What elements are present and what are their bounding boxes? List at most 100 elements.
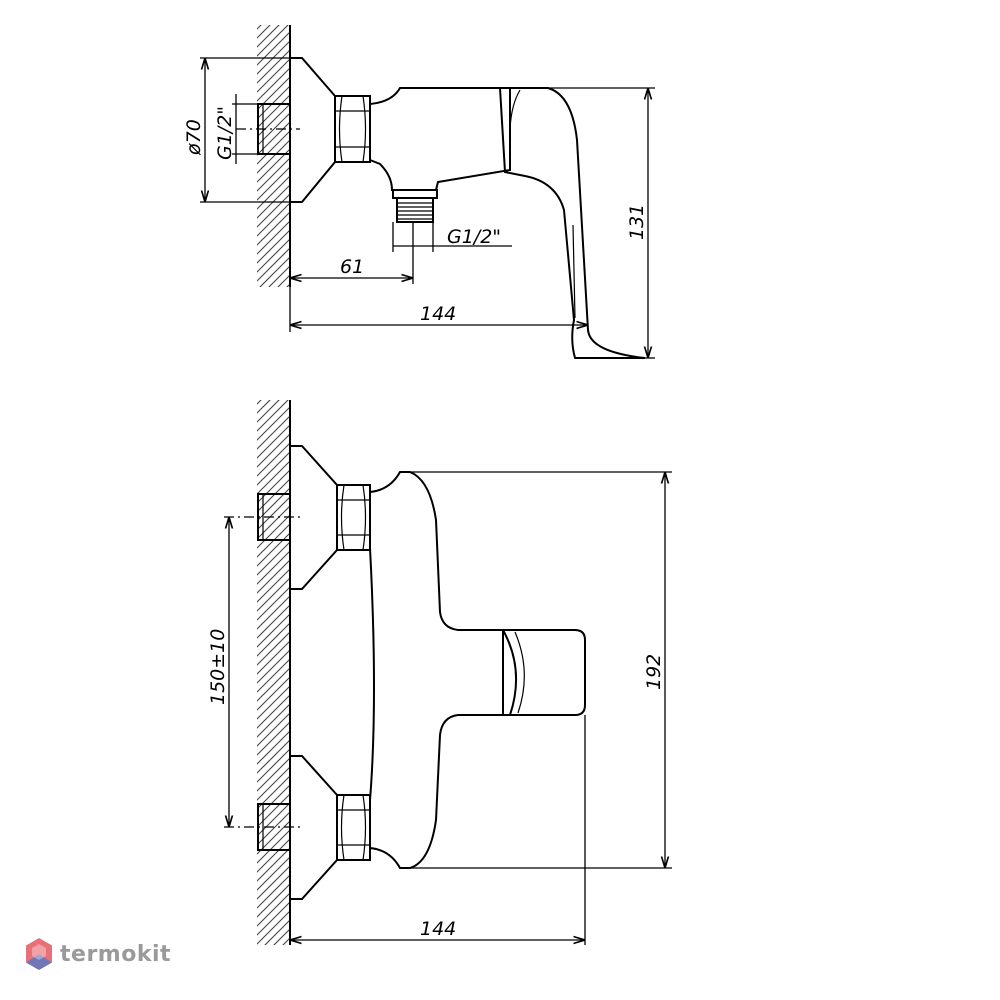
wall-hatch-line xyxy=(257,415,290,450)
wall-hatch-line xyxy=(256,291,292,327)
wall-hatch-line xyxy=(257,112,290,147)
wall-hatch-line xyxy=(257,211,290,246)
dim-depth-front-label: 144 xyxy=(420,918,456,940)
wall-hatch-line xyxy=(257,442,290,477)
wall-hatch-line xyxy=(257,130,290,165)
outlet-thread xyxy=(392,189,438,223)
wall-hatch-line xyxy=(257,757,290,792)
dim-height-front-label: 192 xyxy=(643,654,665,690)
wall-hatch-line xyxy=(257,766,290,801)
wall-hatch-line xyxy=(257,586,290,621)
dim-outlet-offset: 61 xyxy=(290,222,414,284)
wall-hatch-line xyxy=(257,25,280,48)
wall-hatch-line xyxy=(257,400,289,432)
dim-outlet-offset-label: 61 xyxy=(340,256,364,278)
wall-hatch-line xyxy=(257,730,290,765)
wall-hatch-line xyxy=(257,667,290,702)
wall-hatch-line xyxy=(257,577,290,612)
wall-hatch-line xyxy=(256,0,292,21)
dim-depth-front: 144 xyxy=(290,715,586,945)
dim-inlet-thread-label: G1/2" xyxy=(214,106,236,160)
dim-depth-side-label: 144 xyxy=(420,303,456,325)
wall-hatch-line xyxy=(286,283,290,287)
wall-hatch-line xyxy=(257,874,290,909)
side-view: ø70 G1/2" G1/2" 61 144 xyxy=(183,0,655,359)
wall-hatch-line xyxy=(257,613,290,648)
wall-hatch-line xyxy=(257,229,290,264)
wall-hatch-line xyxy=(257,883,290,918)
wall-hatch-line xyxy=(257,76,290,111)
wall-hatch-line xyxy=(257,703,290,738)
wall-hatch-line xyxy=(256,945,292,981)
hex-nut xyxy=(334,95,371,163)
wall-hatch-line xyxy=(257,193,290,228)
wall-hatch-line xyxy=(256,318,292,354)
wall-hatch-line xyxy=(257,220,290,255)
wall-hatch-line xyxy=(257,847,290,882)
wall-hatch-line xyxy=(257,25,262,30)
wall-hatch-line xyxy=(257,460,290,495)
wall-hatch-line xyxy=(257,121,290,156)
front-view: 150±10 192 144 xyxy=(207,360,672,1000)
wall-hatch-line xyxy=(257,640,290,675)
wall-hatch-line xyxy=(257,739,290,774)
wall-hatch-line xyxy=(257,139,290,174)
wall-hatch-line xyxy=(277,274,290,287)
wall-hatch-line xyxy=(257,424,290,459)
wall-hatch-line xyxy=(257,829,290,864)
wall-hatch-line xyxy=(264,919,290,945)
wall-hatch-line xyxy=(257,148,290,183)
dim-outlet-thread: G1/2" xyxy=(392,222,512,252)
wall-hatch-line xyxy=(257,604,290,639)
mixer-body-front xyxy=(369,471,504,869)
wall-hatch-line xyxy=(257,559,290,594)
wall-hatch-line xyxy=(257,910,290,945)
wall-hatch-line xyxy=(257,103,290,138)
wall-hatch-line xyxy=(257,802,290,837)
wall-hatch-line xyxy=(256,300,292,336)
wall-hatch-line xyxy=(257,184,290,219)
mixer-body-side xyxy=(369,87,511,191)
wall-hatch-line xyxy=(257,532,290,567)
wall-hatch-line xyxy=(257,85,290,120)
wall-hatch-line xyxy=(257,541,290,576)
dim-inlet-thread: G1/2" xyxy=(214,94,258,164)
wall-hatch-line xyxy=(257,58,290,93)
wall-hatch-line xyxy=(256,309,292,345)
dim-height-front: 192 xyxy=(410,471,672,869)
cartridge-cap-front xyxy=(502,629,586,716)
wall-hatch-line xyxy=(256,360,292,396)
watermark-brand-text: termokit xyxy=(60,941,172,967)
wall-hatch-line xyxy=(257,67,290,102)
wall-hatch-line xyxy=(282,937,290,945)
wall-hatch-line xyxy=(257,40,290,75)
wall-hatch-line xyxy=(257,514,290,549)
wall-hatch-line xyxy=(257,838,290,873)
wall-hatching-top xyxy=(256,0,292,354)
wall-hatch-line xyxy=(256,972,292,1000)
dim-height-side-label: 131 xyxy=(626,204,648,240)
wall-hatching-bottom xyxy=(256,360,292,1000)
wall-hatch-line xyxy=(257,694,290,729)
wall-hatch-line xyxy=(257,175,290,210)
wall-hatch-line xyxy=(257,49,290,84)
wall-hatch-line xyxy=(257,784,290,819)
wall-hatch-line xyxy=(257,811,290,846)
wall-hatch-line xyxy=(257,433,290,468)
dim-depth-side: 144 xyxy=(289,287,589,332)
wall-hatch-line xyxy=(257,595,290,630)
wall-hatch-line xyxy=(256,963,292,999)
wall-hatch-line xyxy=(256,981,292,1000)
wall-hatch-line xyxy=(273,928,290,945)
wall-hatch-line xyxy=(257,25,289,57)
wall-hatch-line xyxy=(257,568,290,603)
wall-hatch-line xyxy=(257,496,290,531)
termokit-logo-icon xyxy=(26,938,52,970)
wall-hatch-line xyxy=(257,892,290,927)
wall-hatch-line xyxy=(257,856,290,891)
brand-watermark: termokit xyxy=(24,936,171,972)
wall-hatch-line xyxy=(257,400,271,414)
wall-hatch-line xyxy=(257,31,290,66)
wall-hatch-line xyxy=(257,400,280,423)
